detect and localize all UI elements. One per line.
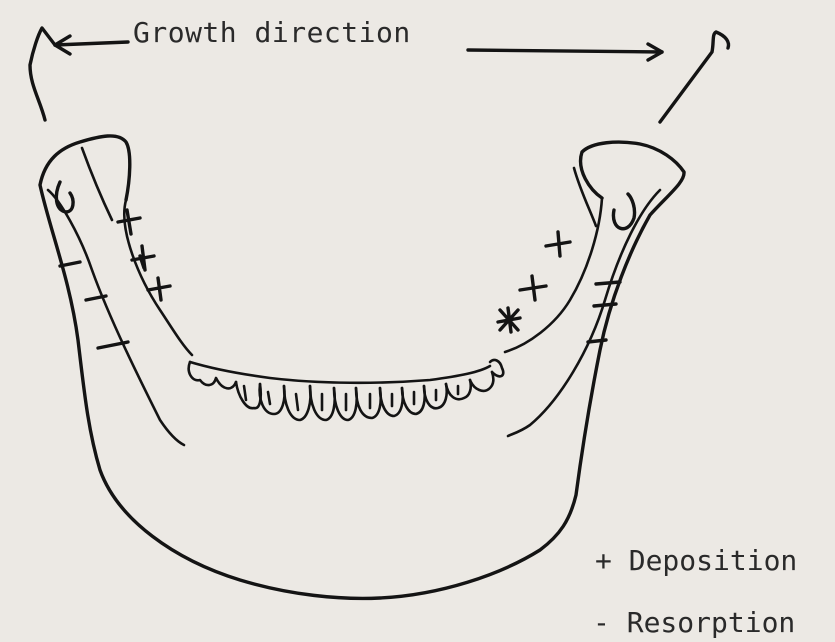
teeth-row (189, 360, 504, 420)
growth-direction-label: Growth direction (133, 16, 411, 49)
left-growth-arrow (30, 28, 128, 120)
right-growth-arrow (468, 32, 729, 122)
legend-deposition: + Deposition (595, 544, 797, 577)
mandible-outline (40, 136, 684, 599)
deposition-marks-right (498, 232, 570, 332)
legend-resorption: - Resorption (593, 606, 795, 639)
